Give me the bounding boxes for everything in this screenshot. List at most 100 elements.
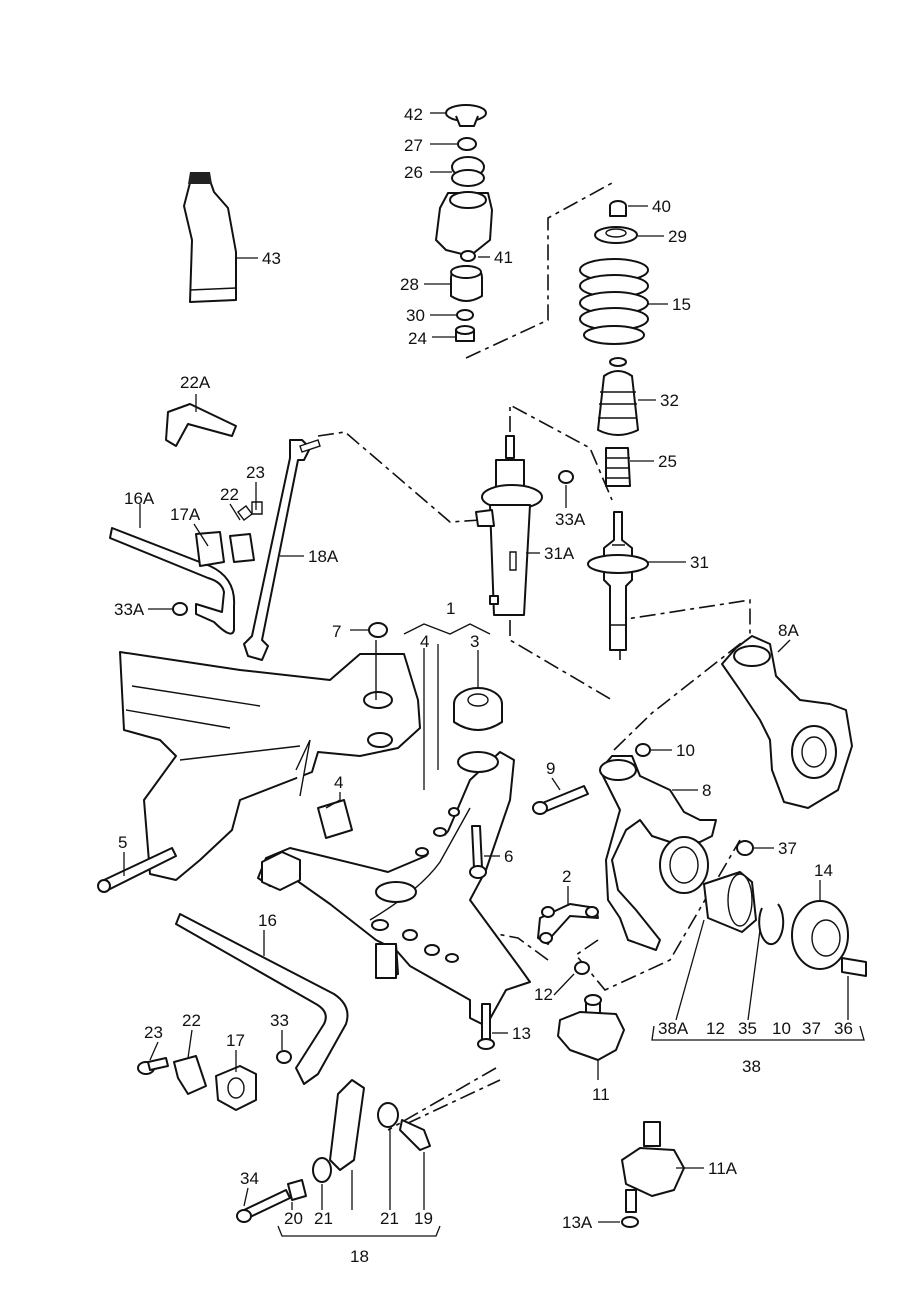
ball-joint-11 (557, 961, 625, 1061)
boot-32 (597, 370, 639, 436)
callout-12-mid: 12 (534, 985, 553, 1004)
callout-11A: 11A (708, 1159, 738, 1178)
hub-assembly (703, 871, 867, 977)
callout-10: 10 (676, 741, 695, 760)
bolt-13 (481, 1003, 491, 1041)
callout-10-bot: 10 (772, 1019, 791, 1038)
callout-20: 20 (284, 1209, 303, 1228)
callout-23-bot: 23 (144, 1023, 163, 1042)
callout-22A: 22A (180, 373, 211, 392)
nut-33 (276, 1050, 292, 1064)
bracket-22A (165, 403, 237, 447)
bracket-2 (537, 903, 599, 945)
shock-absorber-31 (603, 511, 633, 651)
callout-9: 9 (546, 759, 555, 778)
callout-18A: 18A (308, 547, 339, 566)
callout-18: 18 (350, 1247, 369, 1266)
strut-mount-stack (435, 104, 493, 342)
callout-38A: 38A (658, 1019, 689, 1038)
callout-31: 31 (690, 553, 709, 572)
bolt-6 (471, 825, 483, 869)
coil-spring-15 (579, 258, 649, 345)
callout-17: 17 (226, 1031, 245, 1050)
nut-27 (457, 137, 477, 151)
callout-3: 3 (470, 632, 479, 651)
callout-32: 32 (660, 391, 679, 410)
callout-25: 25 (658, 452, 677, 471)
callout-13: 13 (512, 1024, 531, 1043)
nut-37 (736, 840, 754, 856)
nut-41 (460, 250, 476, 262)
steering-knuckle-8A (721, 635, 853, 809)
bush-21 (377, 1102, 399, 1128)
spring-damper-group (579, 200, 649, 651)
callout-33A-left: 33A (114, 600, 145, 619)
callout-17A: 17A (170, 505, 201, 524)
callout-11: 11 (592, 1085, 610, 1104)
callout-15: 15 (672, 295, 691, 314)
bush-4 (317, 799, 353, 839)
callout-36: 36 (834, 1019, 853, 1038)
nut-10 (635, 743, 651, 757)
stabiliser-link-18 (236, 1079, 431, 1223)
callout-40: 40 (652, 197, 671, 216)
callout-41: 41 (494, 248, 513, 267)
callout-12-bot: 12 (706, 1019, 725, 1038)
callout-34: 34 (240, 1169, 259, 1188)
callout-22-top: 22 (220, 485, 239, 504)
nut-7 (368, 622, 388, 638)
callout-8A: 8A (778, 621, 799, 640)
anti-roll-bar-16 (175, 913, 397, 1085)
callout-13A: 13A (562, 1213, 593, 1232)
callout-21-left: 21 (314, 1209, 333, 1228)
callout-31A: 31A (544, 544, 575, 563)
nut-33A-top (558, 470, 574, 484)
callout-16A: 16A (124, 489, 155, 508)
nut-33A-left (172, 602, 188, 616)
bush-17 (215, 1065, 257, 1111)
ball-joint-11A (621, 1121, 685, 1228)
callout-21-right: 21 (380, 1209, 399, 1228)
callout-4-mid: 4 (334, 773, 343, 792)
nut-13A (621, 1216, 639, 1228)
leader-lines (123, 112, 865, 1237)
bolts (97, 743, 754, 1050)
callout-4-top: 4 (420, 632, 429, 651)
callout-16: 16 (258, 911, 277, 930)
callout-33-bot: 33 (270, 1011, 289, 1030)
callout-33A-top: 33A (555, 510, 586, 529)
callout-43: 43 (262, 249, 281, 268)
callout-42: 42 (404, 105, 423, 124)
nut-12 (574, 961, 590, 975)
callout-38: 38 (742, 1057, 761, 1076)
washer-30 (456, 309, 474, 321)
callout-19: 19 (414, 1209, 433, 1228)
bolt-19 (399, 1119, 431, 1151)
callout-28: 28 (400, 275, 419, 294)
callout-26: 26 (404, 163, 423, 182)
callout-37-bot: 37 (802, 1019, 821, 1038)
callout-30: 30 (406, 306, 425, 325)
grease-tube-43 (183, 172, 237, 303)
wishbone-1 (257, 687, 531, 1027)
callout-7: 7 (332, 622, 341, 641)
bracket-22 (137, 1055, 207, 1095)
stabiliser-link-18A (243, 439, 321, 661)
callout-5: 5 (118, 833, 127, 852)
hub-bolt-36 (841, 957, 867, 977)
bump-stop-25 (605, 447, 631, 487)
callout-1: 1 (446, 599, 455, 618)
circlip-35 (758, 903, 785, 946)
callout-29: 29 (668, 227, 687, 246)
callout-24: 24 (408, 329, 427, 348)
callout-14: 14 (814, 861, 833, 880)
callout-8: 8 (702, 781, 711, 800)
steering-knuckle-8 (599, 755, 717, 951)
spacer-20 (287, 1179, 307, 1201)
callout-6: 6 (504, 847, 513, 866)
callout-23-top: 23 (246, 463, 265, 482)
strut-assembly-31A (475, 435, 574, 616)
assembly-lines (317, 182, 751, 1131)
subframe (119, 622, 421, 881)
